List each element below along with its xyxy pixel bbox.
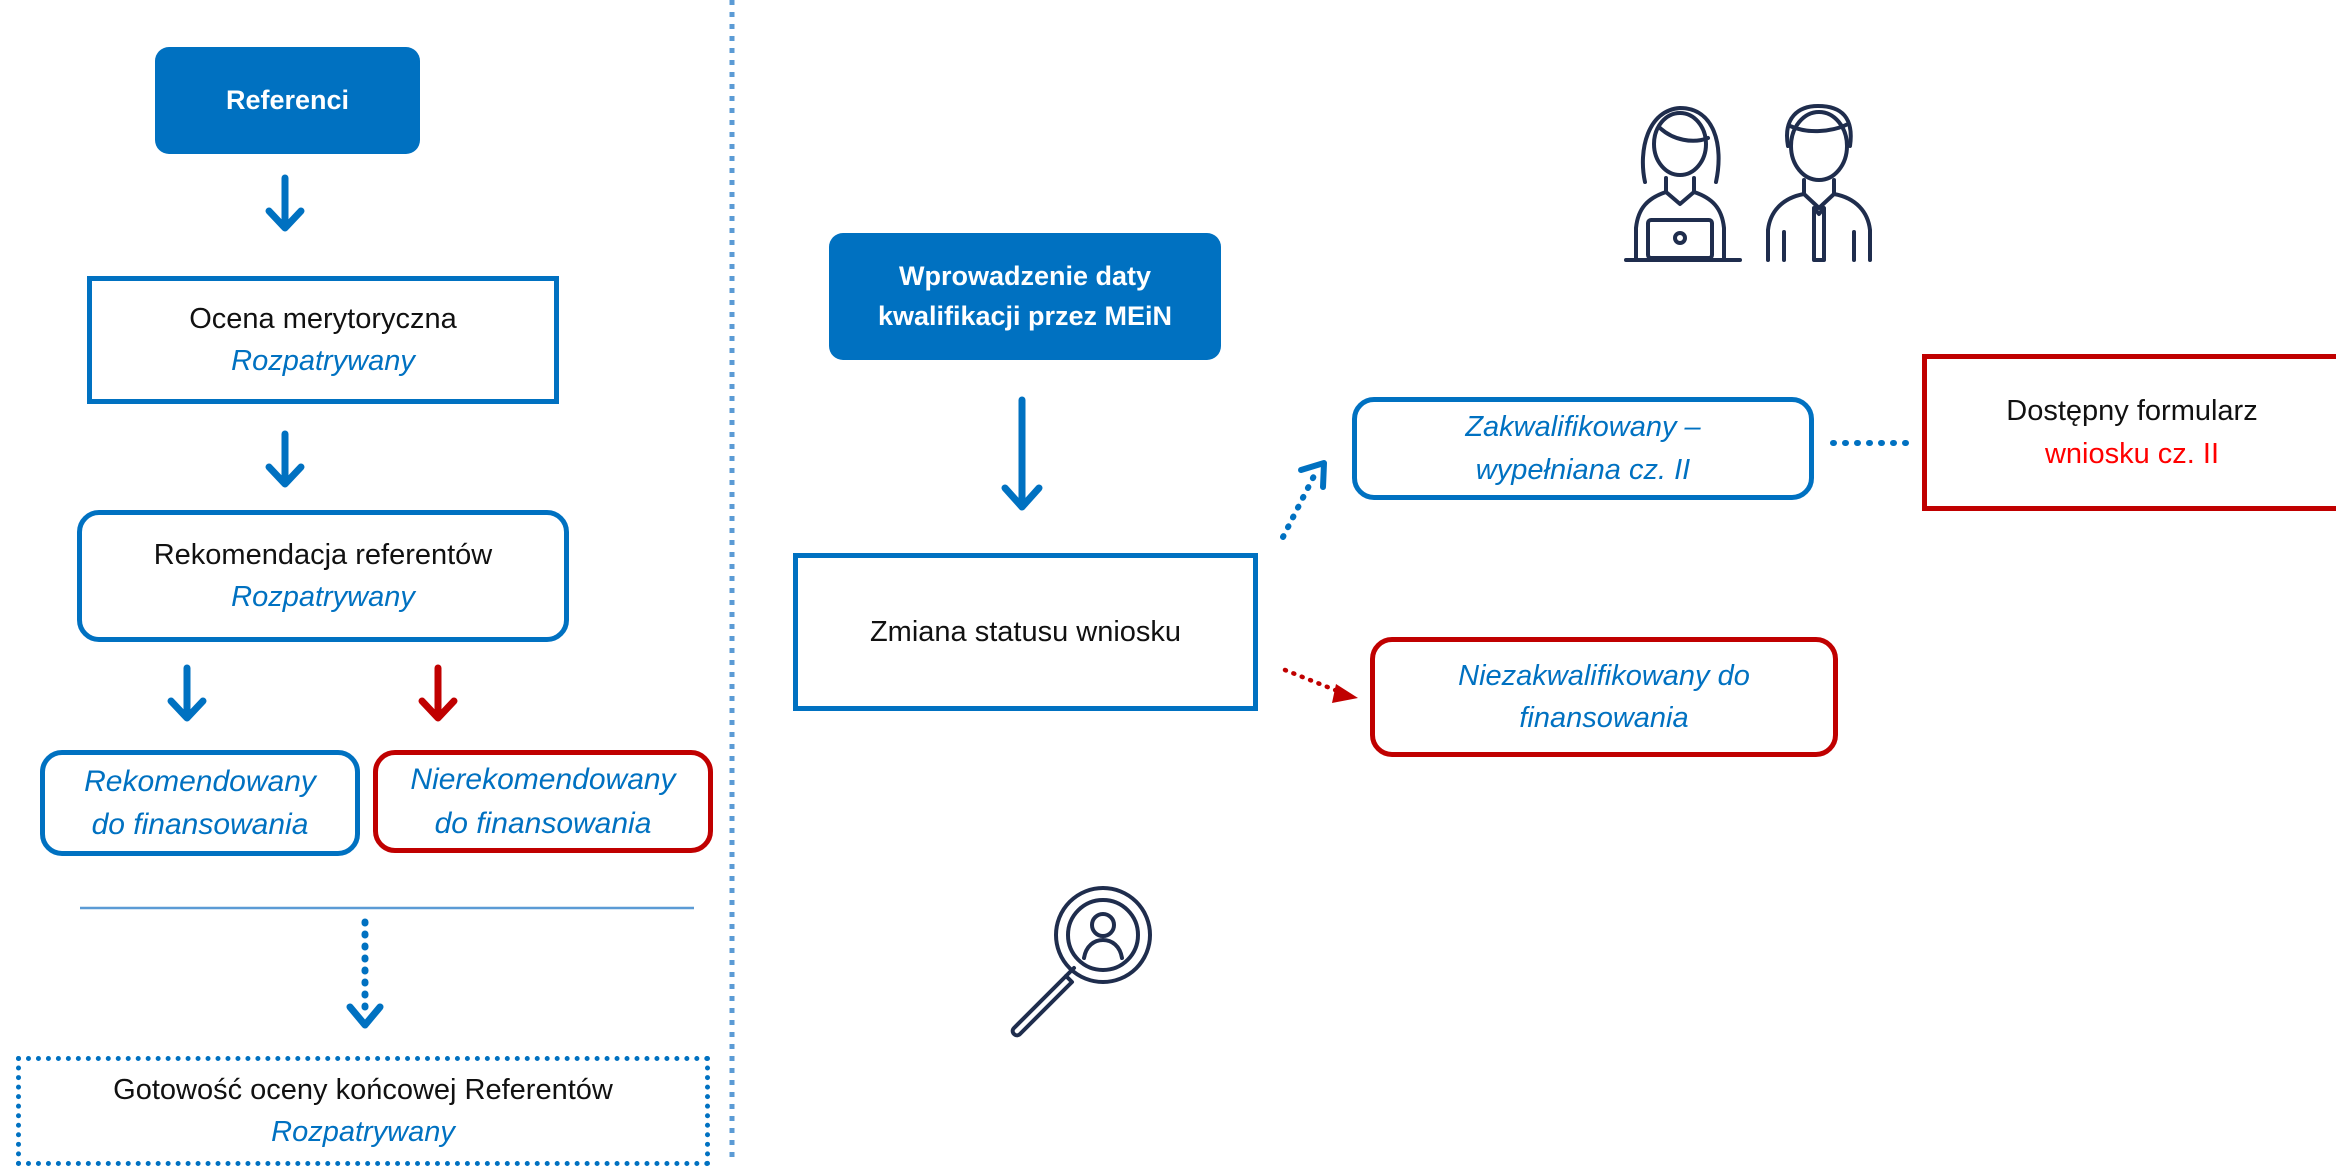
arrow-down-2 xyxy=(265,430,305,488)
zakwalifikowany-line1: Zakwalifikowany – xyxy=(1465,411,1701,444)
wprowadzenie-box: Wprowadzenie daty kwalifikacji przez MEi… xyxy=(829,233,1221,360)
arrow-down-nierekomendowany xyxy=(418,664,458,722)
referenci-label: Referenci xyxy=(225,84,350,115)
dotted-arrow-up-right xyxy=(1280,460,1327,540)
dostepny-line2: wniosku cz. II xyxy=(2044,437,2220,470)
arrow-down-right xyxy=(1001,396,1043,511)
niezakwalifikowany-line2: finansowania xyxy=(1519,702,1689,734)
zakwalifikowany-box: Zakwalifikowany – wypełniana cz. II xyxy=(1352,397,1814,500)
dostepny-formularz-box: Dostępny formularz wniosku cz. II xyxy=(1922,354,2336,511)
zakwalifikowany-line2: wypełniana cz. II xyxy=(1475,453,1691,486)
ocena-merytoryczna-box: Ocena merytoryczna Rozpatrywany xyxy=(87,276,559,404)
users-icon xyxy=(1624,104,1872,262)
gotowosc-box: Gotowość oceny końcowej Referentów Rozpa… xyxy=(16,1056,710,1166)
zmiana-statusu-box: Zmiana statusu wniosku xyxy=(793,553,1258,711)
wprowadzenie-line1: Wprowadzenie daty xyxy=(898,261,1152,292)
arrow-down-rekomendowany xyxy=(167,664,207,722)
niezakwalifikowany-box: Niezakwalifikowany do finansowania xyxy=(1370,637,1838,757)
rekomendacja-referentow-box: Rekomendacja referentów Rozpatrywany xyxy=(77,510,569,642)
zmiana-label: Zmiana statusu wniosku xyxy=(869,615,1182,648)
rekomendowany-line2: do finansowania xyxy=(91,808,309,841)
nierekomendowany-line1: Nierekomendowany xyxy=(410,763,676,796)
referenci-box: Referenci xyxy=(155,47,420,154)
dotted-arrow-down xyxy=(346,918,384,1029)
rekomendacja-title: Rekomendacja referentów xyxy=(153,538,493,571)
gotowosc-title: Gotowość oceny końcowej Referentów xyxy=(113,1073,613,1106)
dostepny-line1: Dostępny formularz xyxy=(2006,395,2258,428)
rekomendowany-box: Rekomendowany do finansowania xyxy=(40,750,360,856)
search-person-icon xyxy=(1010,886,1152,1038)
rekomendowany-line1: Rekomendowany xyxy=(84,764,316,798)
nierekomendowany-box: Nierekomendowany do finansowania xyxy=(373,750,713,853)
ocena-title: Ocena merytoryczna xyxy=(189,302,457,335)
dotted-arrow-down-right-red xyxy=(1282,667,1358,703)
gotowosc-status: Rozpatrywany xyxy=(271,1116,455,1148)
wprowadzenie-line2: kwalifikacji przez MEiN xyxy=(877,300,1173,331)
niezakwalifikowany-line1: Niezakwalifikowany do xyxy=(1458,659,1750,692)
rekomendacja-status: Rozpatrywany xyxy=(231,581,415,613)
nierekomendowany-line2: do finansowania xyxy=(434,806,652,840)
ocena-status: Rozpatrywany xyxy=(231,345,415,377)
arrow-down-1 xyxy=(265,174,305,232)
